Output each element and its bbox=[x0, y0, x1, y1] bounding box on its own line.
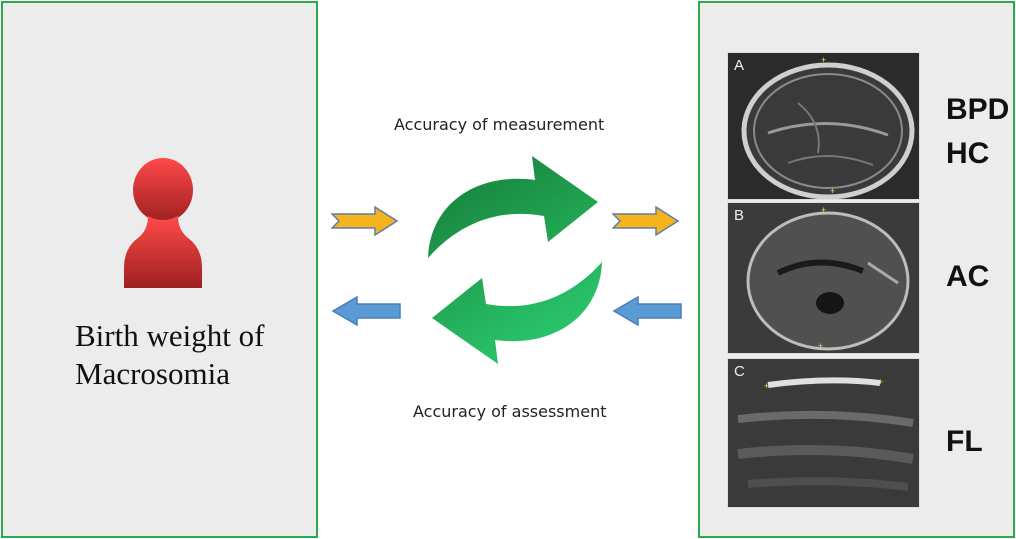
ultrasound-image-c: + + C bbox=[727, 358, 920, 508]
ultrasound-abdomen-scan: + + bbox=[728, 203, 919, 353]
caption: Birth weight of Macrosomia bbox=[75, 317, 315, 393]
svg-text:+: + bbox=[830, 186, 835, 196]
measurement-accuracy-label: Accuracy of measurement bbox=[394, 115, 605, 134]
label-ac: AC bbox=[946, 260, 990, 293]
image-letter-b: B bbox=[734, 207, 745, 224]
backward-arrow-left bbox=[331, 296, 401, 326]
ultrasound-image-a: + + A bbox=[727, 52, 920, 200]
svg-text:+: + bbox=[818, 341, 823, 351]
assessment-accuracy-label: Accuracy of assessment bbox=[413, 402, 607, 421]
image-letter-a: A bbox=[734, 57, 745, 74]
person-icon bbox=[124, 158, 202, 288]
caption-line-1: Birth weight of bbox=[75, 318, 265, 353]
label-fl: FL bbox=[946, 425, 983, 458]
ultrasound-image-b: + + B bbox=[727, 202, 920, 354]
backward-arrow-right bbox=[612, 296, 682, 326]
left-panel: Birth weight of Macrosomia bbox=[1, 1, 318, 538]
label-hc: HC bbox=[946, 137, 990, 170]
svg-text:+: + bbox=[821, 205, 826, 215]
svg-text:+: + bbox=[821, 55, 826, 65]
refresh-cycle-icon bbox=[428, 156, 602, 364]
label-bpd: BPD bbox=[946, 93, 1010, 126]
svg-text:+: + bbox=[764, 381, 769, 391]
ultrasound-femur-scan: + + bbox=[728, 359, 919, 507]
image-letter-c: C bbox=[734, 363, 745, 380]
ultrasound-head-scan: + + bbox=[728, 53, 919, 199]
svg-text:+: + bbox=[878, 377, 883, 387]
forward-arrow-left bbox=[331, 206, 399, 236]
caption-line-2: Macrosomia bbox=[75, 356, 230, 391]
forward-arrow-right bbox=[612, 206, 680, 236]
